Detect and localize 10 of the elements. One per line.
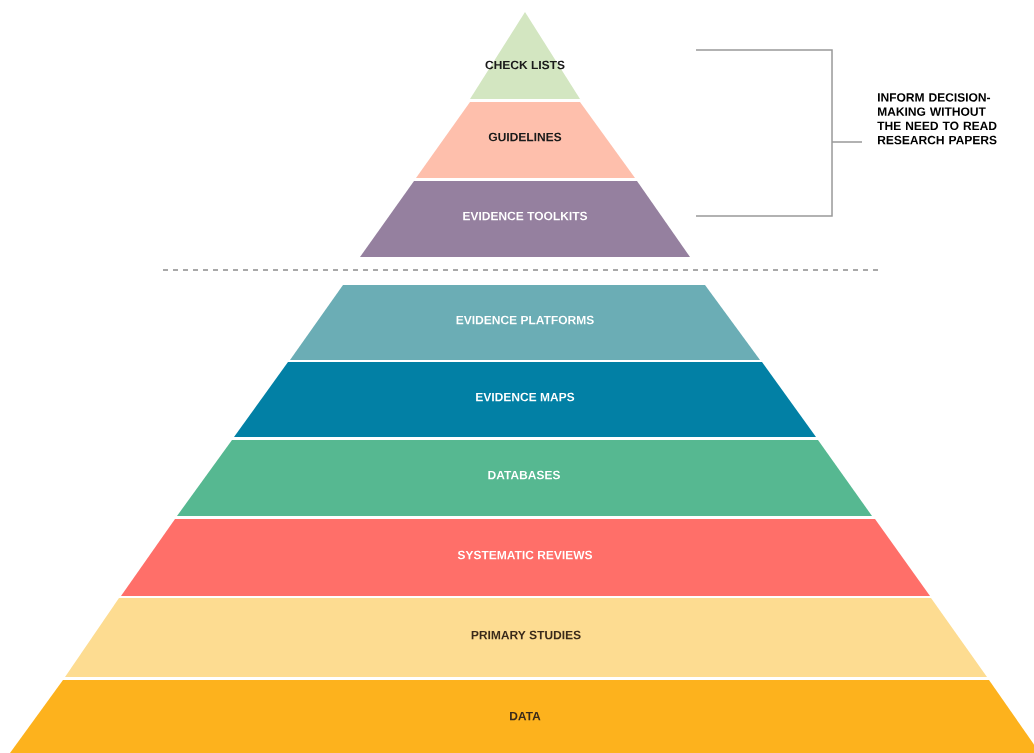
- pyramid-layer: EVIDENCE TOOLKITS: [360, 181, 690, 257]
- pyramid-layer: EVIDENCE MAPS: [234, 362, 816, 437]
- pyramid-layer: EVIDENCE PLATFORMS: [290, 285, 760, 360]
- pyramid-top-triangle: CHECK LISTS: [470, 12, 580, 99]
- pyramid-layer: PRIMARY STUDIES: [65, 598, 987, 677]
- pyramid-layer: SYSTEMATIC REVIEWS: [121, 519, 930, 596]
- pyramid-layer: GUIDELINES: [416, 102, 635, 178]
- bracket-note: INFORM DECISION-MAKING WITHOUT THE NEED TO READ RESEARCH PAPERS: [877, 93, 997, 145]
- pyramid-layer: DATA: [10, 680, 1034, 753]
- pyramid-layer: DATABASES: [177, 440, 872, 516]
